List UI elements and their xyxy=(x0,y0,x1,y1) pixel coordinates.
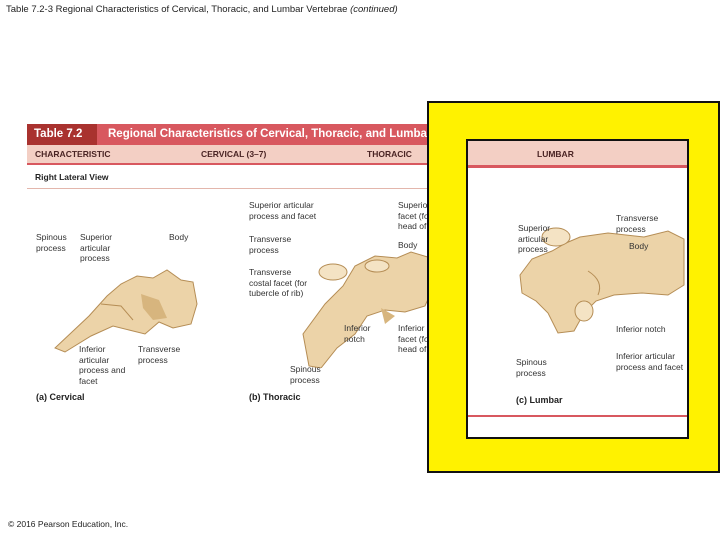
label-thoracic-inferior-notch: Inferior notch xyxy=(344,323,371,344)
lumbar-bottom-divider xyxy=(468,415,687,417)
lumbar-panel: LUMBAR Superior articular process Transv… xyxy=(466,139,689,439)
label-thoracic-spinous: Spinous process xyxy=(290,364,321,385)
copyright-notice: © 2016 Pearson Education, Inc. xyxy=(8,519,129,529)
label-cervical-transverse: Transverse process xyxy=(138,344,181,365)
row-divider xyxy=(27,188,717,189)
label-thoracic-superior-facet: Superior facet (for head of rib) xyxy=(398,200,432,232)
slide-title-main: Table 7.2-3 Regional Characteristics of … xyxy=(6,4,348,15)
label-thoracic-body: Body xyxy=(398,240,418,250)
label-thoracic-transverse-costal-facet: Transverse costal facet (for tubercle of… xyxy=(249,267,308,298)
table-title: Regional Characteristics of Cervical, Th… xyxy=(108,128,487,140)
label-cervical-superior-articular: Superior articular process xyxy=(80,232,113,263)
label-cervical-inferior-articular: Inferior articular process and facet xyxy=(79,344,126,386)
label-lumbar-inferior-notch: Inferior notch xyxy=(616,324,666,334)
column-lumbar-inner: LUMBAR xyxy=(537,149,574,159)
label-thoracic-superior-articular: Superior articular process and facet xyxy=(249,200,317,221)
label-lumbar-inferior-articular: Inferior articular process and facet xyxy=(616,351,684,372)
label-thoracic-inferior-facet: Inferior facet (for head of rib) xyxy=(398,323,432,355)
header-divider xyxy=(27,163,717,165)
lumbar-column-header: LUMBAR xyxy=(468,141,687,168)
label-lumbar-transverse: Transverse process xyxy=(616,213,659,234)
column-thoracic: THORACIC xyxy=(367,149,412,159)
thoracic-vertebra-illustration xyxy=(302,251,434,368)
caption-lumbar: (c) Lumbar xyxy=(516,395,563,405)
column-cervical: CERVICAL (3–7) xyxy=(201,149,267,159)
row-label: Right Lateral View xyxy=(35,172,109,182)
slide-title-suffix: (continued) xyxy=(350,4,398,15)
highlight-box: LUMBAR Superior articular process Transv… xyxy=(427,101,720,473)
lumbar-vertebra-illustration xyxy=(519,227,685,334)
caption-thoracic: (b) Thoracic xyxy=(249,392,301,402)
label-lumbar-body: Body xyxy=(629,241,649,251)
column-characteristic: CHARACTERISTIC xyxy=(35,149,111,159)
caption-cervical: (a) Cervical xyxy=(36,392,85,402)
label-lumbar-superior-articular: Superior articular process xyxy=(518,223,551,254)
table-number: Table 7.2 xyxy=(27,124,97,145)
label-thoracic-transverse: Transverse process xyxy=(249,234,292,255)
cervical-vertebra-illustration xyxy=(54,269,198,353)
slide-title: Table 7.2-3 Regional Characteristics of … xyxy=(6,4,398,15)
label-cervical-body: Body xyxy=(169,232,189,242)
label-lumbar-spinous: Spinous process xyxy=(516,357,547,378)
label-cervical-spinous: Spinous process xyxy=(36,232,67,253)
